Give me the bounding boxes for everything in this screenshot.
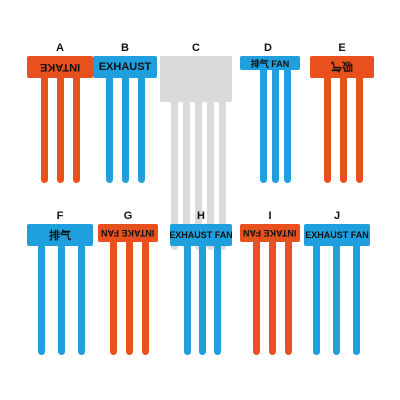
option-c[interactable]: C (160, 42, 232, 250)
tine (356, 75, 363, 183)
tine (183, 99, 190, 250)
fan-tag: 排气 (27, 224, 93, 246)
tine (324, 75, 331, 183)
fan-tag: 排气 FAN (240, 56, 300, 70)
fan-tag: INTAKE (27, 56, 93, 78)
option-letter: J (333, 210, 341, 222)
tine (207, 99, 214, 250)
tine (272, 67, 279, 183)
tine (260, 67, 267, 183)
tine (253, 239, 260, 355)
tine (41, 75, 48, 183)
fan-tag (160, 56, 232, 102)
tine (171, 99, 178, 250)
tag-label: EXHAUST (98, 61, 152, 73)
tag-label: EXHAUST FAN (305, 230, 369, 240)
tine (269, 239, 276, 355)
tine (353, 243, 360, 355)
option-b[interactable]: B EXHAUST (93, 42, 157, 183)
tine (57, 75, 64, 183)
tine (73, 75, 80, 183)
tine (142, 239, 149, 355)
tine (122, 75, 129, 183)
tine (340, 75, 347, 183)
tag-label: INTAKE (39, 61, 81, 73)
tine (284, 67, 291, 183)
option-letter: G (123, 210, 133, 222)
option-j[interactable]: J EXHAUST FAN (304, 210, 370, 355)
tine (313, 243, 320, 355)
option-e[interactable]: E 吸气 (310, 42, 374, 183)
tine (78, 243, 85, 355)
option-letter: A (56, 42, 64, 54)
tine (219, 99, 226, 250)
option-f[interactable]: F 排气 (27, 210, 93, 355)
tine (58, 243, 65, 355)
tine (126, 239, 133, 355)
option-letter: C (192, 42, 200, 54)
tine (333, 243, 340, 355)
tag-label: INTAKE FAN (101, 228, 155, 238)
tag-label: 吸气 (331, 60, 353, 72)
fan-tag: EXHAUST FAN (170, 224, 232, 246)
option-d[interactable]: D 排气 FAN (238, 42, 300, 183)
tine (285, 239, 292, 355)
option-letter: B (121, 42, 129, 54)
tag-label: 排气 FAN (250, 58, 290, 69)
tag-label: 排气 (49, 230, 71, 242)
tine (184, 243, 191, 355)
option-i[interactable]: I INTAKE FAN (240, 210, 300, 355)
tine (195, 99, 202, 250)
tine (110, 239, 117, 355)
tine (199, 243, 206, 355)
tag-label: EXHAUST FAN (170, 230, 232, 240)
tine (214, 243, 221, 355)
tine (38, 243, 45, 355)
option-h[interactable]: H EXHAUST FAN (170, 210, 232, 355)
fan-tag: EXHAUST (93, 56, 157, 78)
option-g[interactable]: G INTAKE FAN (98, 210, 158, 355)
option-letter: H (197, 210, 205, 222)
option-a[interactable]: A INTAKE (27, 42, 93, 183)
fan-tag: INTAKE FAN (240, 224, 300, 242)
fan-tag: 吸气 (310, 56, 374, 78)
fan-tag: EXHAUST FAN (304, 224, 370, 246)
option-letter: D (264, 42, 272, 54)
tine (106, 75, 113, 183)
option-letter: F (56, 210, 64, 222)
tag-label: INTAKE FAN (243, 228, 297, 238)
tine (138, 75, 145, 183)
option-letter: I (268, 210, 272, 222)
option-letter: E (338, 42, 346, 54)
fan-tag: INTAKE FAN (98, 224, 158, 242)
